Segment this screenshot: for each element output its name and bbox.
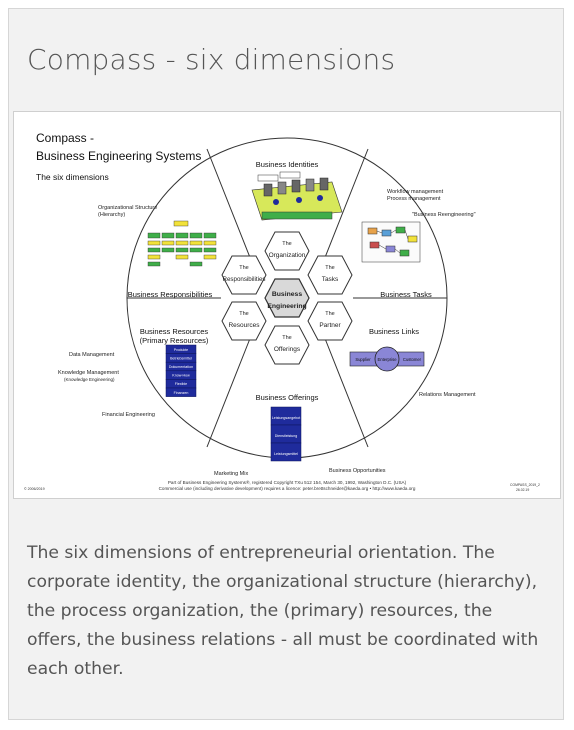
hex-organization-label: Organization bbox=[269, 252, 306, 259]
content-card: Compass - six dimensions bbox=[8, 8, 564, 720]
hex-center-label-2: Engineering bbox=[267, 303, 306, 310]
opportunities-label: Business Opportunities bbox=[329, 468, 386, 474]
hex-the-label: The bbox=[325, 311, 334, 317]
figure-corner-right-1: COMPASS_2019_2 bbox=[510, 483, 540, 487]
resource-stack-item-label: Dokumentation bbox=[169, 365, 193, 369]
hex-the-label: The bbox=[282, 335, 291, 341]
sector-resources-label-2: (Primary Resources) bbox=[140, 336, 209, 345]
hex-tasks bbox=[307, 255, 353, 295]
figure-corner-right-2: 26.02.19 bbox=[516, 488, 529, 492]
offer-stack-item-label: Leistungsangebot bbox=[272, 416, 300, 420]
hex-resources-label: Resources bbox=[228, 322, 260, 329]
figure-heading-1: Compass - bbox=[36, 131, 94, 145]
sector-responsibilities-label: Business Responsibilities bbox=[128, 290, 213, 299]
divider-bottom-right bbox=[323, 335, 369, 448]
figure-footer-1: Part of Business Engineering Systems®, r… bbox=[168, 479, 407, 485]
hexagon-ring bbox=[221, 231, 353, 365]
links-supplier-label: Supplier bbox=[355, 357, 371, 362]
identities-illustration bbox=[251, 171, 343, 221]
offer-stack-item-label: Dienstleistung bbox=[275, 434, 298, 438]
links-enterprise-circle bbox=[374, 346, 400, 372]
links-enterprise-label: Enterprise bbox=[377, 357, 397, 362]
resource-stack-item-box bbox=[165, 387, 197, 397]
knowledge-management-label: Knowledge Management bbox=[58, 370, 119, 376]
resource-stack-item-label: Flexible bbox=[175, 382, 187, 386]
sector-identities-label: Business Identities bbox=[256, 160, 319, 169]
sector-tasks-label: Business Tasks bbox=[380, 290, 432, 299]
page-title: Compass - six dimensions bbox=[27, 43, 396, 76]
resource-stack-item-label: Finanzen bbox=[174, 391, 189, 395]
sector-resources-label-1: Business Resources bbox=[140, 327, 209, 336]
process-illustration bbox=[361, 221, 421, 263]
hex-responsibilities-label: Responsibilities bbox=[223, 276, 266, 283]
hex-the-label: The bbox=[325, 265, 334, 271]
marketing-mix-label: Marketing Mix bbox=[214, 471, 248, 477]
figure-footer-2: Commercial use (including derivative dev… bbox=[159, 486, 416, 491]
resource-stack: ProdukteBetriebsmittelDokumentationKnow-… bbox=[165, 344, 197, 397]
figure-caption: The six dimensions of entrepreneurial or… bbox=[27, 543, 539, 679]
sector-links-label: Business Links bbox=[369, 327, 419, 336]
divider-top-left bbox=[206, 148, 252, 261]
process-label: Process management bbox=[387, 196, 441, 202]
divider-bottom-left bbox=[206, 335, 252, 448]
reengineering-label: "Business Reengineering" bbox=[412, 212, 476, 218]
links-customer-label: Customer bbox=[403, 357, 422, 362]
financial-engineering-label: Financial Engineering bbox=[102, 412, 155, 418]
offer-stack: LeistungsangebotDienstleistungLeistungsm… bbox=[270, 406, 302, 462]
hex-partner-label: Partner bbox=[319, 322, 341, 329]
figure-subheading: The six dimensions bbox=[36, 172, 109, 182]
compass-diagram: The Organization The Tasks The Partner T… bbox=[13, 111, 561, 499]
hex-the-label: The bbox=[239, 265, 248, 271]
hex-partner bbox=[307, 301, 353, 341]
hex-organization bbox=[264, 231, 310, 271]
resource-stack-item-label: Betriebsmittel bbox=[170, 356, 192, 360]
hex-center-label-1: Business bbox=[272, 291, 302, 298]
org-structure-label-1: Organizational Structure bbox=[98, 205, 157, 211]
links-illustration: Supplier Enterprise Customer bbox=[349, 346, 425, 372]
workflow-label: Workflow management bbox=[387, 189, 444, 195]
hex-the-label: The bbox=[282, 241, 291, 247]
sector-offerings-label: Business Offerings bbox=[256, 393, 319, 402]
figure-corner-left: © 2006/2019 bbox=[24, 487, 45, 491]
data-management-label: Data Management bbox=[69, 352, 115, 358]
hex-tasks-label: Tasks bbox=[322, 276, 339, 283]
relations-management-label: Relations Management bbox=[419, 392, 476, 398]
hex-offerings bbox=[264, 325, 310, 365]
hex-responsibilities bbox=[221, 255, 267, 295]
divider-top-right bbox=[323, 148, 369, 261]
offer-stack-item-label: Leistungsmittel bbox=[274, 452, 298, 456]
sector-dividers bbox=[127, 148, 447, 448]
offer-stack-item-box bbox=[270, 442, 302, 462]
compass-svg: The Organization The Tasks The Partner T… bbox=[24, 131, 540, 492]
resource-stack-item-label: Produkte bbox=[174, 348, 188, 352]
hex-offerings-label: Offerings bbox=[274, 346, 301, 353]
hex-resources bbox=[221, 301, 267, 341]
figure-heading-2: Business Engineering Systems bbox=[36, 149, 201, 163]
org-chart-illustration bbox=[147, 220, 217, 267]
knowledge-engineering-label: (Knowledge Engineering) bbox=[64, 377, 115, 382]
hex-center bbox=[264, 278, 310, 318]
hex-the-label: The bbox=[239, 311, 248, 317]
resource-stack-item-label: Know-How bbox=[172, 374, 190, 378]
org-structure-label-2: (Hierarchy) bbox=[98, 212, 125, 218]
